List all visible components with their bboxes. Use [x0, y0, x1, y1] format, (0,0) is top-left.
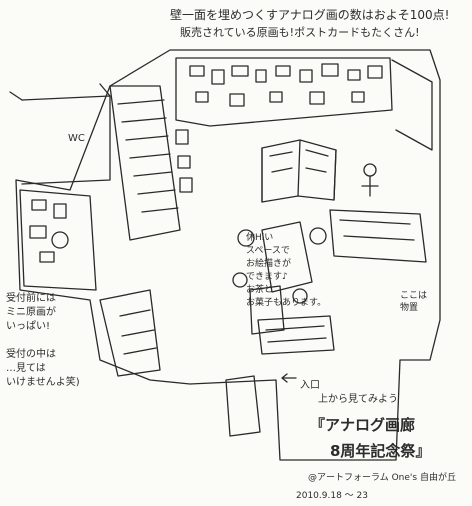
- annotation-top-line2: 販売されている原画も!ポストカードもたくさん!: [180, 26, 420, 39]
- annotation-rest-space-line: お菓子もあります。: [246, 298, 327, 308]
- annotation-top-line1: 壁一面を埋めつくすアナログ画の数はおよそ100点!: [170, 8, 450, 22]
- title-line1: 『アナログ画廊: [310, 416, 416, 434]
- annotation-look-from-above: 上から見てみよう: [318, 394, 398, 405]
- annotation-storage-line: ここは: [400, 291, 428, 301]
- annotation-reception-inside-line: 受付の中は: [6, 349, 56, 360]
- title-line2: 8周年記念祭』: [330, 442, 431, 460]
- annotation-reception-inside: 受付の中は …見ては いけませんよ笑): [6, 348, 86, 390]
- venue-label: @アートフォーラム One's 自由が丘: [308, 473, 456, 483]
- annotation-rest-space-line: スペースで: [246, 246, 290, 256]
- annotation-rest-space-line: できます♪: [246, 272, 288, 282]
- annotation-entrance: 入口: [300, 380, 320, 391]
- annotation-rest-space-line: お絵描きが: [246, 259, 292, 269]
- annotation-rest-space: 休Hiい スペースで お絵描きが できます♪ お茶と お菓子もあります。: [246, 232, 326, 310]
- annotation-storage: ここは 物置: [400, 290, 430, 314]
- annotation-reception-inside-line: …見ては: [6, 363, 46, 374]
- annotation-wc: WC: [68, 133, 85, 144]
- date-label: 2010.9.18 〜 23: [296, 491, 368, 501]
- annotation-reception-front-line: いっぱい!: [6, 321, 51, 332]
- annotation-rest-space-line: お茶と: [246, 285, 274, 295]
- annotation-reception-front-line: 受付前には: [6, 293, 56, 304]
- annotation-reception-front: 受付前には ミニ原画が いっぱい!: [6, 292, 76, 334]
- annotation-reception-inside-line: いけませんよ笑): [6, 377, 80, 388]
- annotation-rest-space-line: 休Hiい: [246, 233, 274, 243]
- annotation-storage-line: 物置: [400, 303, 419, 313]
- annotation-reception-front-line: ミニ原画が: [6, 307, 56, 318]
